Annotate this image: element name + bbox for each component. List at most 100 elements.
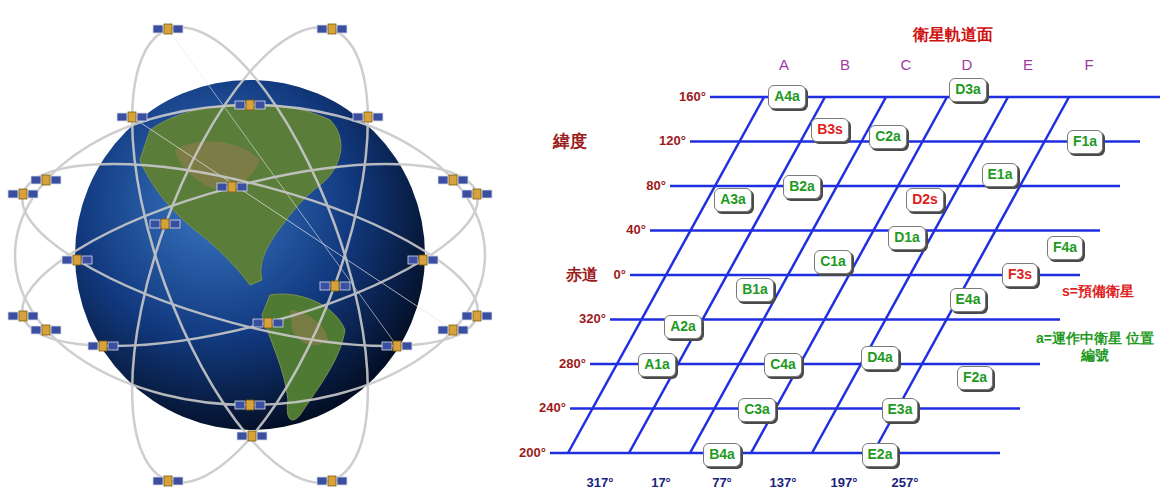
satellite-slot-box: F3s [1002, 263, 1038, 287]
axis-value: 77° [712, 475, 732, 491]
satellite-slot-box: E4a [950, 288, 987, 312]
satellite-slot-box: D2s [906, 188, 944, 212]
satellite-icon [235, 100, 265, 110]
satellite-slot-box: A2a [664, 315, 702, 339]
orbit-ring [15, 105, 485, 405]
orbit-rings [5, 0, 495, 500]
axis-value: 160° [679, 89, 706, 105]
slot-code: B4a [709, 446, 735, 464]
grid-line [873, 97, 1069, 453]
satellite-icon [408, 255, 438, 265]
satellite-slot-box: E3a [882, 398, 919, 422]
satellite-slot-box: F1a [1067, 130, 1103, 154]
continent [140, 104, 341, 285]
orbit-ring [5, 127, 495, 384]
equator-label: 赤道 [566, 265, 598, 285]
globe [75, 80, 425, 430]
satellite-icon [317, 24, 347, 34]
satellite-slot-box: A4a [768, 85, 806, 109]
satellite-slot-box: B3s [811, 118, 849, 142]
satellite-slot-box: D3a [949, 78, 987, 102]
satellite-icon [31, 175, 61, 185]
axis-value: 197° [831, 475, 858, 491]
satellite-slot-box: D4a [861, 346, 899, 370]
slot-code: B1a [742, 281, 768, 299]
satellite-slot-box: A1a [638, 353, 676, 377]
orbit-ring [83, 0, 416, 500]
satellite-slot-box: A3a [714, 188, 752, 212]
signal-line [132, 117, 453, 330]
grid-line [690, 97, 886, 453]
slot-code: C3a [744, 401, 770, 419]
slot-code: D1a [894, 229, 920, 247]
satellite-icon [31, 325, 61, 335]
slot-code: E1a [988, 166, 1013, 184]
axis-value: 317° [587, 475, 614, 491]
plane-letter: D [962, 56, 973, 75]
slot-code: D2s [912, 191, 938, 209]
satellites [8, 24, 492, 486]
satellite-slot-box: B2a [783, 175, 821, 199]
slot-code: A1a [644, 356, 670, 374]
satellite-icon [320, 281, 350, 291]
axis-value: 257° [892, 475, 919, 491]
axis-title: 緯度 [553, 131, 587, 152]
slot-code: F3s [1008, 266, 1032, 284]
grid-line [812, 97, 1008, 453]
orbit-ring [83, 0, 416, 500]
satellite-icon [438, 175, 468, 185]
satellite-icon [382, 341, 412, 351]
satellite-icon [62, 255, 92, 265]
satellite-slot-box: B1a [736, 278, 774, 302]
axis-value: 80° [646, 178, 666, 194]
satellite-icon [462, 311, 492, 321]
satellite-slot-box: F4a [1047, 236, 1083, 260]
satellite-slot-box: B4a [703, 443, 741, 467]
satellite-slot-box: C4a [764, 353, 802, 377]
slot-code: F4a [1053, 239, 1077, 257]
satellite-icon [153, 24, 183, 34]
orbit-ring [5, 127, 495, 384]
grid-line [670, 185, 1120, 188]
axis-value: 120° [659, 133, 686, 149]
axis-value: 240° [539, 400, 566, 416]
legend-note: s=預備衛星 [1062, 283, 1134, 301]
axis-value: 200° [519, 445, 546, 461]
slot-code: D4a [867, 349, 893, 367]
slot-code: B3s [817, 121, 843, 139]
diagram-title: 衛星軌道面 [913, 25, 993, 45]
satellite-slot-box: D1a [888, 226, 926, 250]
satellite-slot-box: F2a [957, 366, 993, 390]
satellite-icon [253, 318, 283, 328]
slot-code: C2a [875, 128, 901, 146]
slot-code: E3a [888, 401, 913, 419]
satellite-icon [8, 189, 38, 199]
satellite-icon [353, 112, 383, 122]
satellite-icon [150, 219, 180, 229]
slot-code: D3a [955, 81, 981, 99]
satellite-icon [8, 311, 38, 321]
slot-code: C4a [770, 356, 796, 374]
axis-value: 0° [614, 267, 626, 283]
slot-code: A4a [774, 88, 800, 106]
satellite-icon [438, 325, 468, 335]
grid-line [550, 452, 1000, 455]
slot-code: F2a [963, 369, 987, 387]
satellite-icon [117, 112, 147, 122]
satellite-icon [237, 431, 267, 441]
satellite-slot-box: C1a [814, 250, 852, 274]
slot-code: B2a [789, 178, 815, 196]
axis-value: 320° [579, 311, 606, 327]
slot-code: A2a [670, 318, 696, 336]
slot-code: F1a [1073, 133, 1097, 151]
slot-code: A3a [720, 191, 746, 209]
satellite-slot-box: C3a [738, 398, 776, 422]
satellite-slot-box: C2a [869, 125, 907, 149]
grid-line [751, 97, 947, 453]
satellite-slot-box: E1a [982, 163, 1019, 187]
satellite-icon [88, 341, 118, 351]
slot-code: C1a [820, 253, 846, 271]
slot-code: E4a [956, 291, 981, 309]
axis-value: 40° [626, 222, 646, 238]
